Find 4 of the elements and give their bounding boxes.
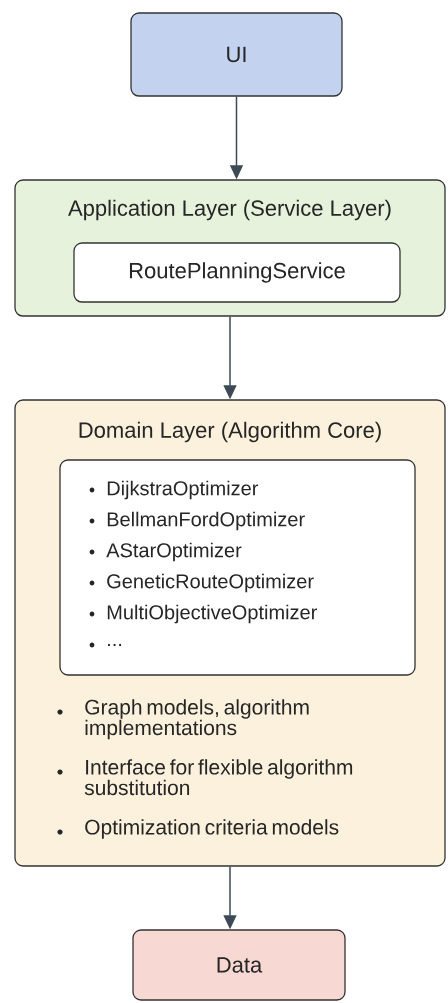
component-box: UI bbox=[130, 12, 343, 97]
service-box: RoutePlanningService bbox=[73, 242, 401, 303]
class-list-box: DijkstraOptimizer BellmanFordOptimizer AStarOptimizer GeneticRouteOptimizer MultiObjectiveOptimizer ... bbox=[59, 459, 416, 676]
component-box: Data bbox=[132, 929, 346, 1001]
